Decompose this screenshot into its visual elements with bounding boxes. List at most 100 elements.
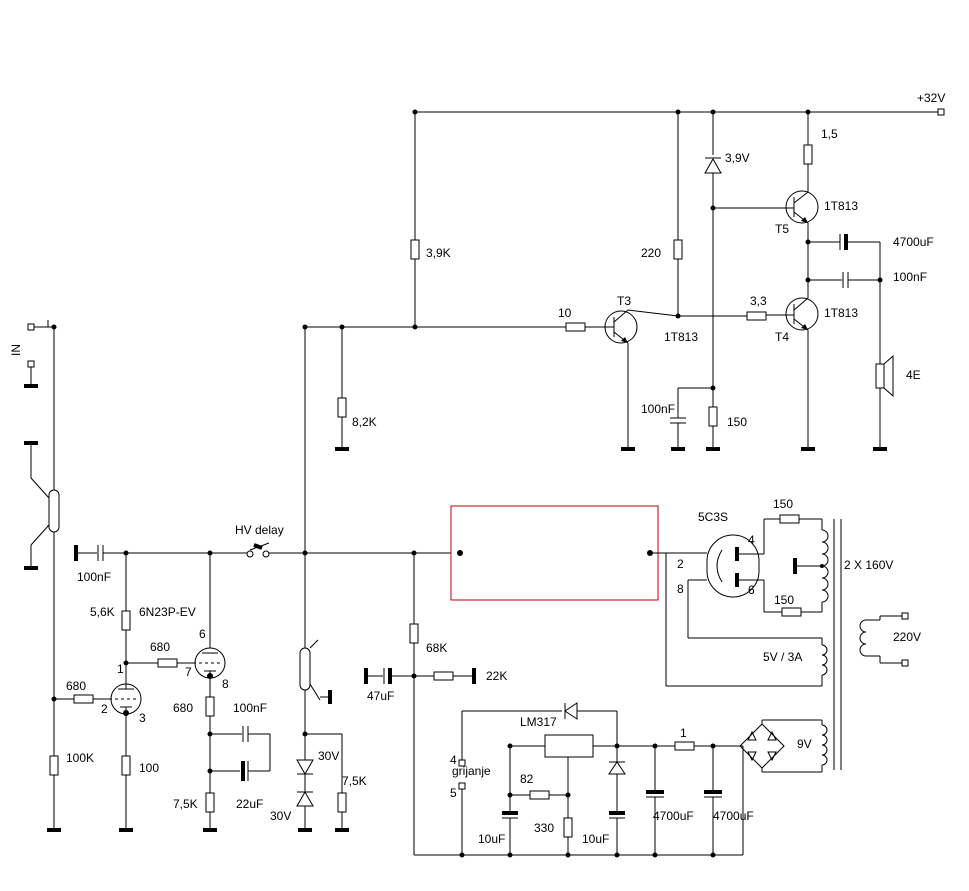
shielded-cable-bias [299, 647, 311, 691]
speaker-label: 4E [906, 368, 921, 382]
resistor-7-5k-a [205, 792, 215, 813]
transistor-t5 [785, 190, 819, 224]
cap-4700uf-a-label: 4700uF [653, 809, 694, 823]
placeholder-block [450, 505, 659, 601]
primary-coil [859, 619, 867, 657]
zener-3-9v [704, 157, 722, 174]
pin-6-label: 6 [199, 627, 206, 641]
lm317-adj-diode [608, 761, 626, 775]
zener-30v-b-label: 30V [270, 809, 291, 823]
resistor-10 [565, 322, 586, 332]
t3-name-label: T3 [617, 294, 631, 308]
cap-4700uf-top-label: 4700uF [893, 235, 934, 249]
resistor-220-label: 220 [641, 246, 661, 260]
pin-4r-label: 4 [748, 533, 755, 547]
cap-100nf-coupling-label: 100nF [233, 701, 267, 715]
heater-pin-5-label: 5 [450, 786, 457, 800]
regulator-lm317 [544, 734, 594, 758]
resistor-1-label: 1 [680, 726, 687, 740]
secondary-label: 2 X 160V [844, 558, 893, 572]
resistor-5-6k-label: 5,6K [90, 605, 115, 619]
cap-100nf-top-label: 100nF [893, 270, 927, 284]
resistor-8-2k [337, 397, 347, 418]
transistor-t4 [785, 297, 819, 331]
heater-name-label: grijanje [452, 764, 491, 778]
resistor-1 [674, 741, 695, 751]
coil-9v [821, 724, 828, 766]
resistor-680-b [205, 696, 215, 717]
mains-label: 220V [893, 630, 921, 644]
voltage-9v-label: 9V [797, 737, 812, 751]
t3-type-label: 1T813 [664, 330, 698, 344]
resistor-82 [529, 790, 550, 800]
input-terminal [27, 323, 35, 331]
bridge-rectifier [739, 723, 785, 769]
resistor-100k-label: 100K [66, 751, 94, 765]
resistor-8-2k-label: 8,2K [352, 415, 377, 429]
cap-100nf-in-label: 100nF [77, 570, 111, 584]
resistor-150-mid-label: 150 [727, 415, 747, 429]
cap-22uf-label: 22uF [236, 797, 263, 811]
pin-7-label: 7 [185, 665, 192, 679]
regulator-label: LM317 [520, 715, 557, 729]
resistor-5-6k [121, 610, 131, 631]
resistor-1-5-label: 1,5 [821, 127, 838, 141]
resistor-680-a-label: 680 [150, 640, 170, 654]
hv-supply: 5C3S 2 4 6 8 150 150 2 X 160V [665, 497, 921, 770]
pin-8-label: 8 [222, 677, 229, 691]
resistor-68k [409, 623, 419, 644]
resistor-150-b-label: 150 [774, 593, 794, 607]
resistor-7-5k-b-label: 7,5K [342, 774, 367, 788]
heater-winding-label: 5V / 3A [763, 650, 802, 664]
input-section: IN 100K 680 [9, 320, 112, 832]
hv-delay-label: HV delay [235, 523, 284, 537]
cap-47uf-label: 47uF [367, 689, 394, 703]
resistor-330 [563, 817, 573, 838]
resistor-100-label: 100 [139, 761, 159, 775]
tube-stage: 100nF 5,6K 6N23P-EV 1 2 3 100 680 [74, 545, 271, 832]
zener-3-9v-label: 3,9V [725, 151, 750, 165]
supply-terminal [937, 108, 945, 116]
lm317-protection-diode [564, 702, 578, 720]
pin-6r-label: 6 [748, 583, 755, 597]
input-label: IN [9, 344, 23, 356]
cap-10uf-a-label: 10uF [478, 832, 505, 846]
lv-supply: 4 grijanje 5 LM317 82 10uF 330 [414, 702, 823, 858]
hv-delay-switch [246, 550, 254, 558]
heater-pin-4-label: 4 [450, 753, 457, 767]
heater-coil [821, 644, 828, 676]
pin-1-label: 1 [117, 662, 124, 676]
pin-3-label: 3 [139, 711, 146, 725]
t5-type-label: 1T813 [824, 199, 858, 213]
output-stage: +32V 3,9K 220 3,9V 1,5 1T [302, 91, 945, 451]
t5-name-label: T5 [775, 222, 789, 236]
resistor-7-5k-b [337, 792, 347, 813]
rectifier-tube-label: 5C3S [698, 510, 728, 524]
resistor-100k [49, 755, 59, 776]
resistor-150-mid [708, 406, 718, 427]
zener-30v-a-label: 30V [318, 749, 339, 763]
resistor-680-grid-label: 680 [66, 679, 86, 693]
resistor-3-3 [746, 311, 767, 321]
resistor-10-label: 10 [558, 306, 572, 320]
shielded-cable-input [48, 489, 60, 533]
pin-8r-label: 8 [677, 582, 684, 596]
resistor-1-5 [803, 144, 813, 165]
resistor-150-a-label: 150 [773, 497, 793, 511]
pin-2-label: 2 [101, 702, 108, 716]
supply-label: +32V [917, 91, 945, 105]
resistor-3-9k [410, 239, 420, 260]
resistor-150-b [781, 607, 802, 617]
resistor-680-b-label: 680 [173, 701, 193, 715]
t4-name-label: T4 [775, 330, 789, 344]
resistor-680-grid [73, 694, 94, 704]
t4-type-label: 1T813 [824, 306, 858, 320]
cap-4700uf-b-label: 4700uF [713, 809, 754, 823]
cap-100nf-mid-label: 100nF [641, 402, 675, 416]
resistor-100 [121, 755, 131, 776]
resistor-7-5k-a-label: 7,5K [173, 797, 198, 811]
cap-10uf-b-label: 10uF [582, 832, 609, 846]
pin-2r-label: 2 [677, 557, 684, 571]
resistor-22k [433, 671, 454, 681]
